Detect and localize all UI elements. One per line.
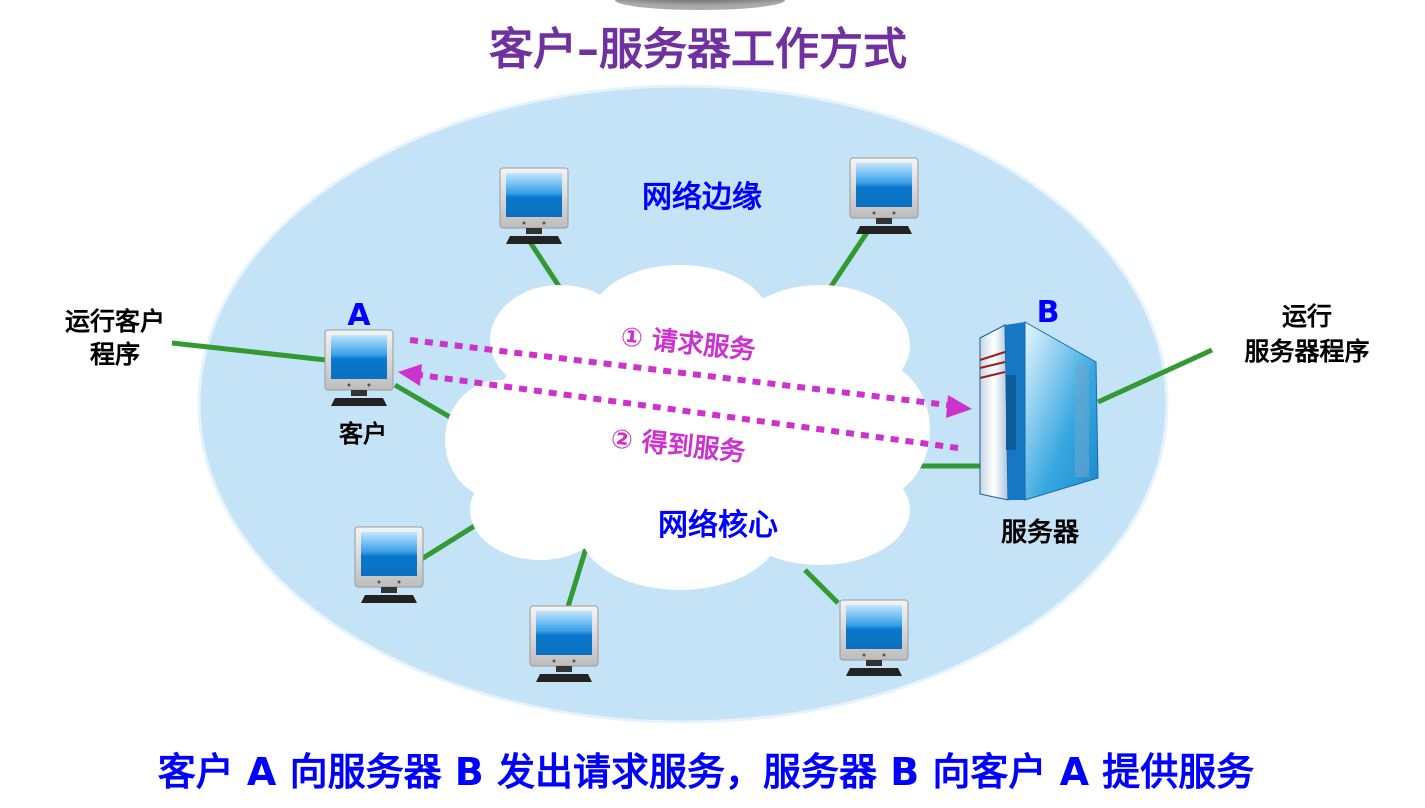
client-letter: A [347,298,371,333]
decorative-top-shape [615,0,785,10]
network-edge-label: 网络边缘 [642,180,762,215]
caption: 客户 A 向服务器 B 发出请求服务，服务器 B 向客户 A 提供服务 [158,750,1255,794]
server-icon [979,321,1099,501]
client-program-label-line1: 运行客户 [65,307,165,336]
server-program-label-line2: 服务器程序 [1244,337,1369,366]
network-core-label: 网络核心 [658,508,778,543]
server-program-label-line1: 运行 [1282,302,1332,331]
link-server-program [1096,347,1214,405]
server-letter: B [1037,295,1060,330]
server-label: 服务器 [1001,518,1080,548]
client-program-label-line2: 程序 [90,340,140,369]
link-client-program [171,340,327,363]
page-title: 客户–服务器工作方式 [489,24,907,75]
network-core-cloud [445,265,930,590]
link [393,382,457,423]
link [564,544,590,611]
response-arrow [398,364,959,451]
network-links [171,226,1214,611]
link [803,568,840,605]
client-label: 客户 [339,420,387,448]
request-arrow [409,337,972,418]
